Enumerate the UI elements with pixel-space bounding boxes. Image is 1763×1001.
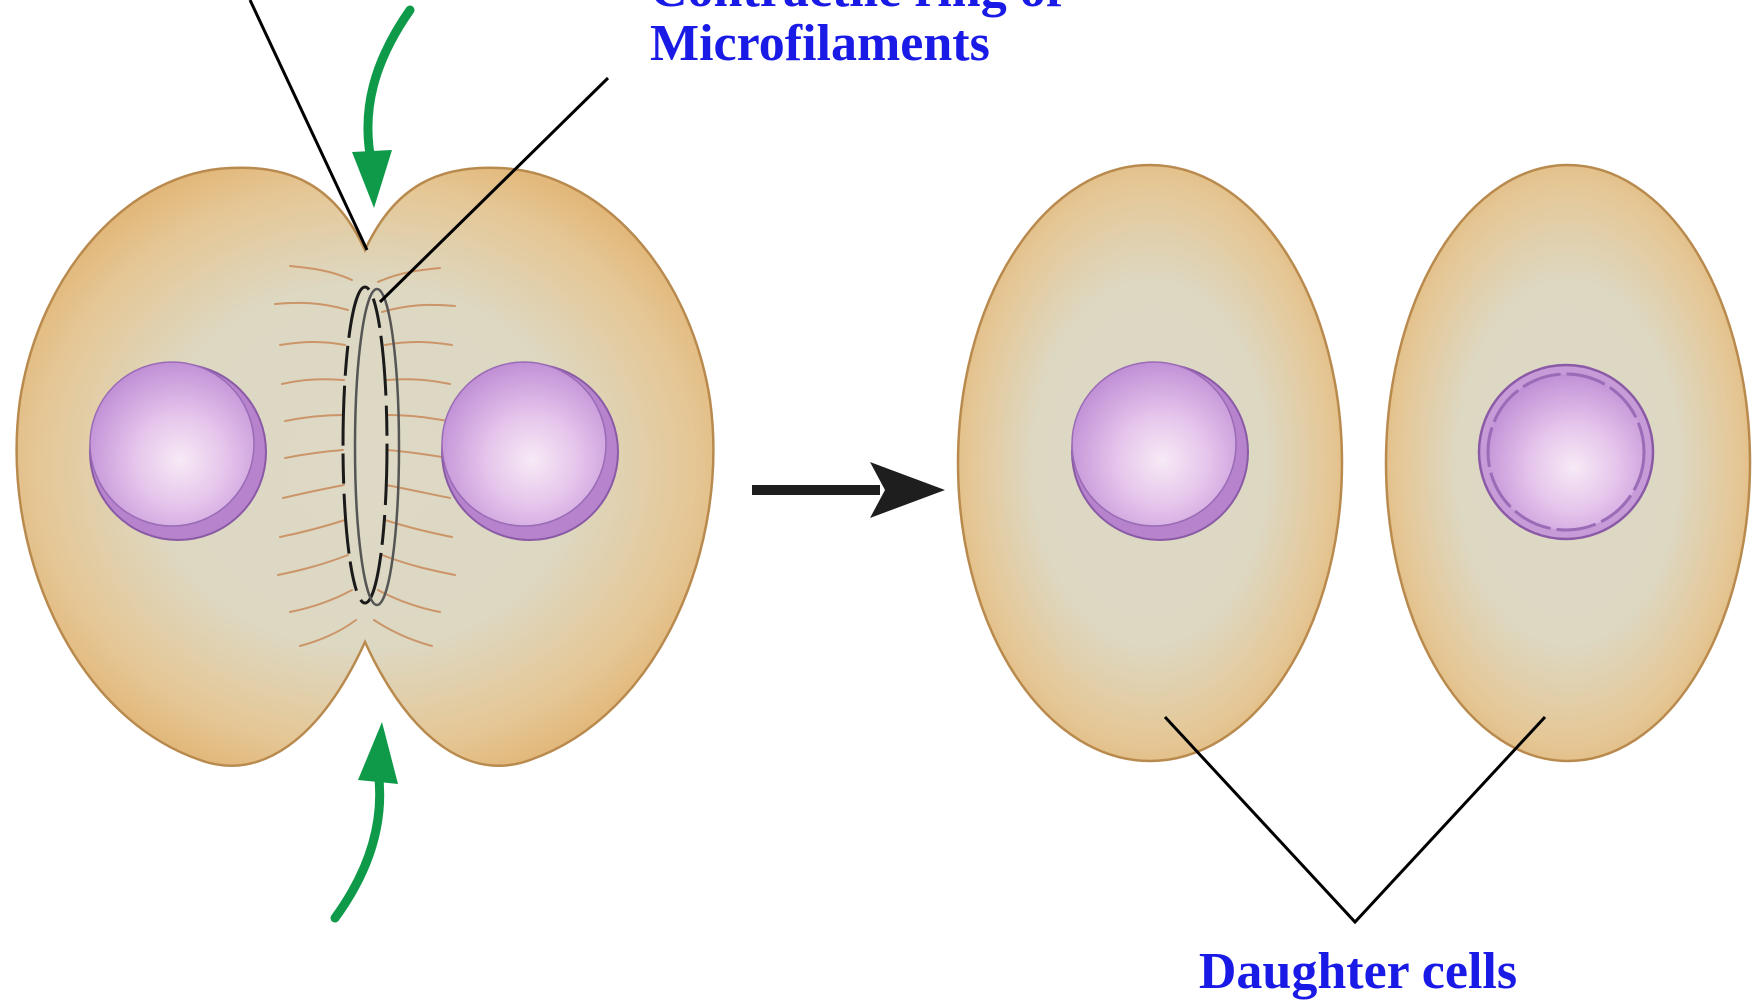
nucleus-left	[90, 362, 266, 540]
nucleus-daughter-right	[1479, 365, 1653, 539]
right-arrow-icon	[752, 462, 945, 518]
squeeze-arrow-bottom	[335, 770, 380, 918]
nucleus-daughter-left	[1072, 362, 1248, 540]
nucleus-right	[442, 362, 618, 540]
dividing-cell	[17, 168, 714, 766]
squeeze-arrow-top	[368, 10, 410, 165]
label-daughter-cells: Daughter cells	[1199, 943, 1517, 1000]
daughter-cell-left	[958, 165, 1342, 761]
leader-line-daughter-cells	[1165, 717, 1545, 922]
daughter-cell-right	[1386, 165, 1750, 761]
label-microfilaments: Microfilaments	[650, 15, 990, 72]
